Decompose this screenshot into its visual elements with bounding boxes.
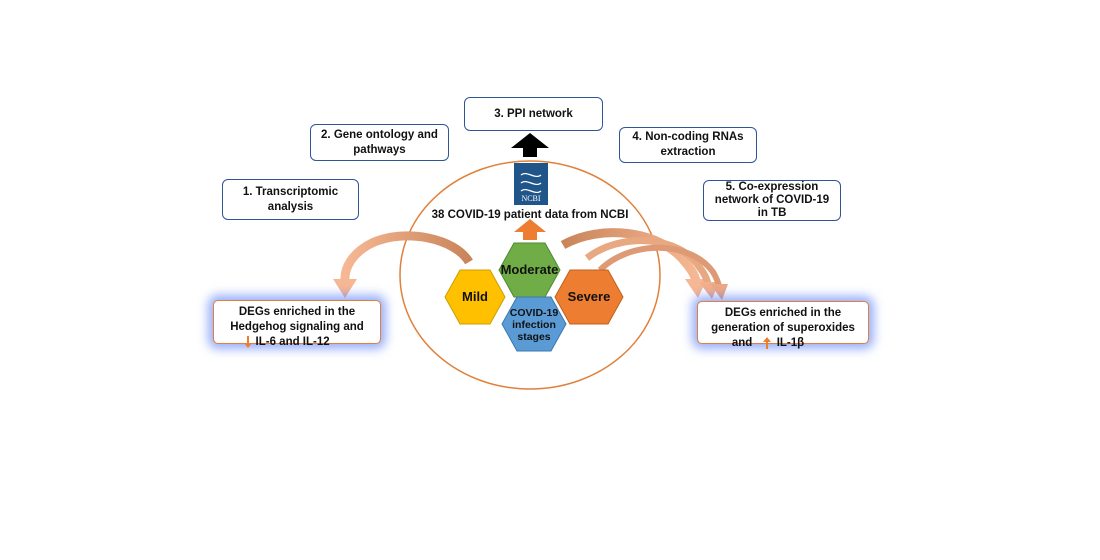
up-arrow-orange bbox=[514, 219, 546, 240]
left-outcome-line-2: Hedgehog signaling and bbox=[230, 320, 364, 333]
infection-stages-label: COVID-19 infection stages bbox=[505, 305, 563, 345]
left-outcome-line-3-text: IL-6 and IL-12 bbox=[255, 335, 330, 348]
left-outcome-box: DEGs enriched in the Hedgehog signaling … bbox=[213, 300, 381, 348]
severe-label: Severe bbox=[567, 288, 611, 304]
right-outcome-line-2: generation of superoxides bbox=[711, 321, 855, 334]
step-co-expression-network: 5. Co-expression network of COVID-19 in … bbox=[703, 180, 841, 221]
step-3-label: 3. PPI network bbox=[494, 107, 573, 120]
step-gene-ontology: 2. Gene ontology and pathways bbox=[310, 124, 449, 161]
right-outcome-line-3-b: IL-1β bbox=[776, 336, 805, 349]
left-outcome-line-3: IL-6 and IL-12 bbox=[194, 335, 380, 350]
down-arrow-icon bbox=[244, 335, 253, 348]
step-ppi-network: 3. PPI network bbox=[464, 97, 603, 131]
right-outcome-box: DEGs enriched in the generation of super… bbox=[697, 301, 869, 349]
infection-stages-line-3: stages bbox=[517, 331, 551, 344]
study-ellipse bbox=[399, 160, 661, 390]
right-outcome-line-1: DEGs enriched in the bbox=[724, 307, 842, 319]
right-outcome-line-3: and IL-1β bbox=[668, 336, 868, 351]
center-hexagon bbox=[501, 296, 567, 352]
mild-label: Mild bbox=[462, 288, 488, 304]
mild-hexagon bbox=[444, 269, 506, 325]
step-transcriptomic-analysis: 1. Transcriptomic analysis bbox=[222, 179, 359, 220]
step-non-coding-rnas: 4. Non-coding RNAs extraction bbox=[619, 127, 757, 163]
ncbi-logo: NCBI bbox=[514, 163, 548, 205]
ncbi-logo-text: NCBI bbox=[521, 194, 540, 203]
patient-data-title: 38 COVID-19 patient data from NCBI bbox=[431, 209, 629, 221]
severe-hexagon bbox=[554, 269, 624, 325]
moderate-label: Moderate bbox=[500, 261, 559, 277]
left-curved-arrow bbox=[333, 231, 473, 298]
step-5-label: 5. Co-expression network of COVID-19 in … bbox=[714, 180, 830, 220]
moderate-hexagon bbox=[498, 242, 561, 298]
step-1-label: 1. Transcriptomic analysis bbox=[242, 185, 339, 213]
up-arrow-icon bbox=[763, 336, 772, 349]
step-4-label: 4. Non-coding RNAs extraction bbox=[632, 131, 744, 158]
infection-stages-line-2: infection bbox=[512, 318, 556, 331]
up-arrow-black bbox=[511, 133, 549, 157]
left-outcome-line-1: DEGs enriched in the bbox=[238, 306, 356, 318]
right-curved-arrows bbox=[560, 228, 728, 300]
right-outcome-line-3-a: and bbox=[731, 336, 753, 349]
infection-stages-line-1: COVID-19 bbox=[509, 306, 559, 319]
step-2-label: 2. Gene ontology and pathways bbox=[321, 128, 438, 156]
